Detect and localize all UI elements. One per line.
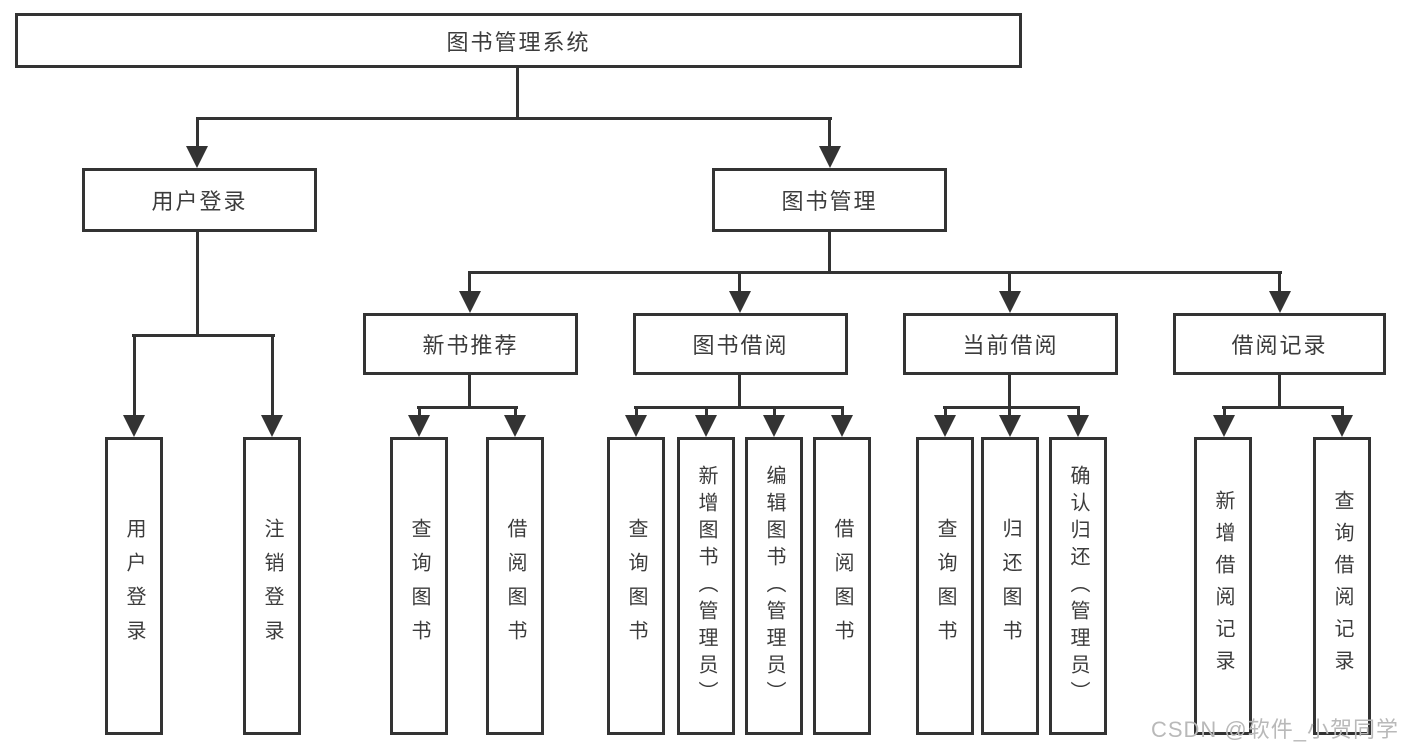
- node-label: 图书借阅: [692, 333, 789, 358]
- connector-drop: [635, 408, 638, 416]
- leaf-label: 查询图书: [408, 518, 430, 654]
- leaf-query-borrow-record: 查询借阅记录: [1313, 437, 1371, 735]
- connector-drop: [1008, 408, 1011, 416]
- leaf-query-books-current: 查询图书: [916, 437, 974, 735]
- node-label: 当前借阅: [962, 333, 1059, 358]
- connector-drop: [1077, 408, 1080, 416]
- connector-book-management-crossbar: [468, 271, 1282, 274]
- connector-book-borrow-crossbar: [634, 406, 844, 409]
- node-current-borrowing: 当前借阅: [903, 313, 1118, 375]
- arrowhead: [1331, 415, 1353, 437]
- arrowhead-new-books: [459, 291, 481, 313]
- connector-borrow-records-crossbar: [1222, 406, 1344, 409]
- leaf-borrow-books-recommend: 借阅图书: [486, 437, 544, 735]
- arrowhead-borrow-records: [1269, 291, 1291, 313]
- connector-root-stem: [516, 68, 519, 118]
- connector-drop-book-management: [828, 118, 831, 147]
- connector-drop-user-login: [196, 118, 199, 147]
- connector-drop: [418, 408, 421, 416]
- arrowhead: [934, 415, 956, 437]
- leaf-return-books: 归还图书: [981, 437, 1039, 735]
- leaf-label: 借阅图书: [504, 518, 526, 654]
- leaf-label: 查询图书: [625, 518, 647, 654]
- connector-root-crossbar: [196, 117, 832, 120]
- connector-borrow-records-stem: [1278, 375, 1281, 408]
- connector-drop-book-borrow: [738, 273, 741, 292]
- arrowhead-book-management: [819, 146, 841, 168]
- node-label: 图书管理系统: [446, 29, 591, 55]
- node-user-login: 用户登录: [82, 168, 317, 232]
- leaf-add-books-admin: 新增图书（管理员）: [677, 437, 735, 735]
- connector-user-login-crossbar: [132, 334, 275, 337]
- connector-new-books-stem: [468, 375, 471, 408]
- connector-drop-current-borrow: [1008, 273, 1011, 292]
- connector-drop: [944, 408, 947, 416]
- connector-user-login-stem: [196, 232, 199, 336]
- connector-drop: [1341, 408, 1344, 416]
- arrowhead: [625, 415, 647, 437]
- leaf-label: 新增借阅记录: [1212, 490, 1234, 682]
- leaf-label: 查询借阅记录: [1331, 490, 1353, 682]
- leaf-logout: 注销登录: [243, 437, 301, 735]
- arrowhead-user-login: [186, 146, 208, 168]
- connector-drop-new-books: [468, 273, 471, 292]
- connector-current-borrow-crossbar: [943, 406, 1080, 409]
- leaf-label: 编辑图书（管理员）: [763, 464, 785, 708]
- node-label: 图书管理: [781, 189, 878, 214]
- connector-drop: [705, 408, 708, 416]
- connector-book-borrow-stem: [738, 375, 741, 408]
- connector-drop: [514, 408, 517, 416]
- arrowhead-current-borrow: [999, 291, 1021, 313]
- connector-new-books-crossbar: [417, 406, 518, 409]
- node-new-book-recommend: 新书推荐: [363, 313, 578, 375]
- arrowhead: [999, 415, 1021, 437]
- arrowhead: [831, 415, 853, 437]
- node-label: 用户登录: [151, 189, 248, 214]
- leaf-label: 确认归还（管理员）: [1067, 464, 1089, 708]
- leaf-label: 查询图书: [934, 518, 956, 654]
- leaf-label: 借阅图书: [831, 518, 853, 654]
- leaf-confirm-return-admin: 确认归还（管理员）: [1049, 437, 1107, 735]
- node-book-management: 图书管理: [712, 168, 947, 232]
- arrowhead: [408, 415, 430, 437]
- arrowhead: [1067, 415, 1089, 437]
- connector-drop-borrow-records: [1278, 273, 1281, 292]
- leaf-add-borrow-record: 新增借阅记录: [1194, 437, 1252, 735]
- arrowhead: [763, 415, 785, 437]
- node-borrowing-records: 借阅记录: [1173, 313, 1386, 375]
- node-library-management-system: 图书管理系统: [15, 13, 1022, 68]
- arrowhead-leaf-logout: [261, 415, 283, 437]
- leaf-label: 归还图书: [999, 518, 1021, 654]
- node-book-borrowing: 图书借阅: [633, 313, 848, 375]
- connector-drop: [1223, 408, 1226, 416]
- leaf-label: 新增图书（管理员）: [695, 464, 717, 708]
- arrowhead-leaf-user-login: [123, 415, 145, 437]
- csdn-watermark: CSDN @软件_小贺同学: [1150, 717, 1399, 742]
- node-label: 新书推荐: [422, 333, 519, 358]
- connector-drop-leaf-logout: [271, 336, 274, 415]
- leaf-user-login: 用户登录: [105, 437, 163, 735]
- leaf-query-books-recommend: 查询图书: [390, 437, 448, 735]
- arrowhead: [695, 415, 717, 437]
- connector-drop-leaf-user-login: [133, 336, 136, 415]
- arrowhead: [1213, 415, 1235, 437]
- leaf-edit-books-admin: 编辑图书（管理员）: [745, 437, 803, 735]
- arrowhead: [504, 415, 526, 437]
- leaf-label: 用户登录: [123, 518, 145, 654]
- leaf-borrow-books: 借阅图书: [813, 437, 871, 735]
- leaf-label: 注销登录: [261, 518, 283, 654]
- connector-drop: [841, 408, 844, 416]
- leaf-query-books-borrow: 查询图书: [607, 437, 665, 735]
- arrowhead-book-borrow: [729, 291, 751, 313]
- connector-current-borrow-stem: [1008, 375, 1011, 408]
- node-label: 借阅记录: [1231, 333, 1328, 358]
- connector-drop: [773, 408, 776, 416]
- connector-book-management-stem: [828, 232, 831, 273]
